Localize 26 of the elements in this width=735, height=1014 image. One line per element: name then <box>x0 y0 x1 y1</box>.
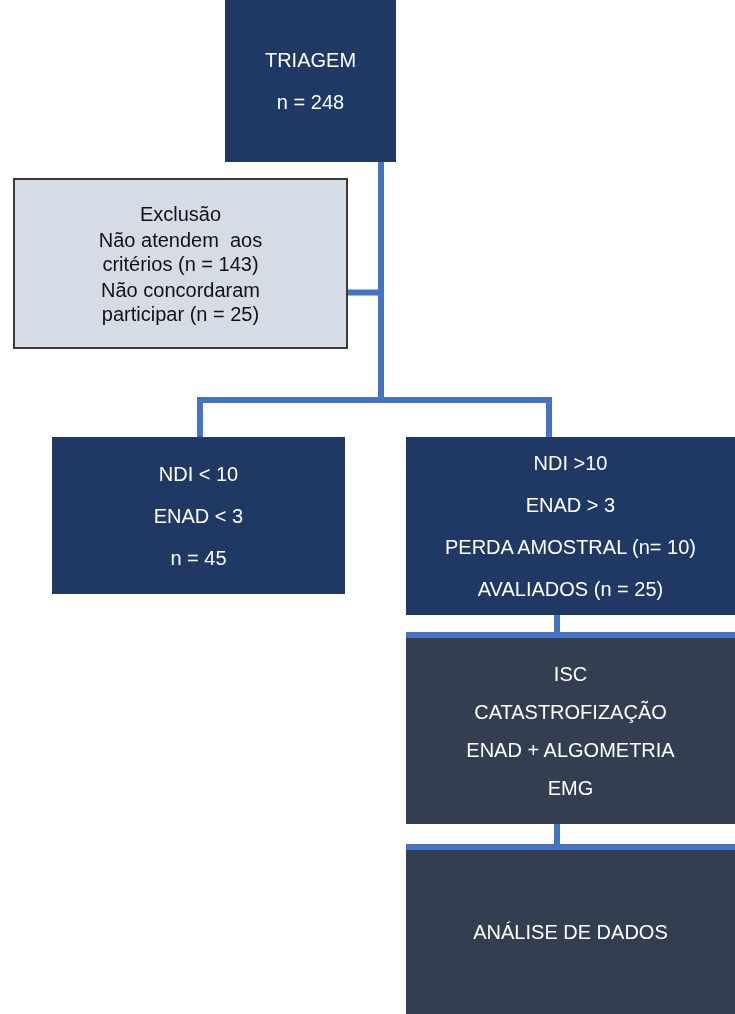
box-text: EMG <box>547 776 594 800</box>
box-text: CATASTROFIZAÇÃO <box>474 700 667 724</box>
box-text: ENAD > 3 <box>525 493 616 517</box>
process-box <box>406 632 735 824</box>
box-text: n = 248 <box>276 90 345 114</box>
connector-line <box>378 162 552 437</box>
box-text: Não concordaram participar (n = 25) <box>100 277 261 326</box>
connector-line <box>554 824 560 844</box>
box-text: AVALIADOS (n = 25) <box>477 577 664 601</box>
box-text: ENAD + ALGOMETRIA <box>466 738 675 762</box>
process-box <box>406 437 735 615</box>
box-text: NDI >10 <box>533 451 608 475</box>
box-text: ANÁLISE DE DADOS <box>473 920 668 944</box>
connector-line <box>554 615 560 632</box>
box-text: TRIAGEM <box>264 48 357 72</box>
box-text: n = 45 <box>170 545 227 570</box>
box-text: Exclusão <box>139 201 222 226</box>
process-box <box>406 844 735 1014</box>
box-text: PERDA AMOSTRAL (n= 10) <box>445 535 696 559</box>
box-text: ENAD < 3 <box>153 503 244 528</box>
box-text: NDI < 10 <box>158 461 239 486</box>
process-box <box>13 178 348 349</box>
process-box <box>225 0 396 162</box>
process-box <box>52 437 345 594</box>
box-text: ISC <box>553 662 588 686</box>
box-text: Não atendem aos critérios (n = 143) <box>97 227 264 276</box>
